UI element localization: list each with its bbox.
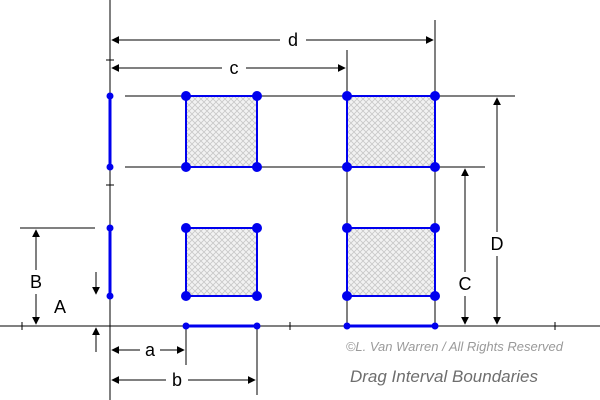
handle[interactable] — [106, 292, 114, 300]
interval-squares — [185, 95, 436, 297]
handle[interactable] — [253, 322, 261, 330]
copyright-notice: ©L. Van Warren / All Rights Reserved — [346, 339, 564, 354]
label-C: C — [459, 274, 472, 294]
diagram-caption: Drag Interval Boundaries — [350, 367, 539, 386]
handle[interactable] — [252, 291, 262, 301]
handle[interactable] — [106, 224, 114, 232]
handle[interactable] — [182, 322, 190, 330]
handle[interactable] — [430, 223, 440, 233]
axis-ticks — [21, 59, 556, 330]
label-A: A — [54, 297, 66, 317]
handle[interactable] — [343, 322, 351, 330]
handle[interactable] — [342, 223, 352, 233]
drag-handles — [106, 91, 440, 330]
handle[interactable] — [430, 291, 440, 301]
axis-intervals — [108, 96, 435, 328]
square-top-right[interactable] — [346, 95, 436, 168]
handle[interactable] — [181, 223, 191, 233]
square-bottom-left[interactable] — [185, 227, 258, 297]
handle[interactable] — [181, 91, 191, 101]
handle[interactable] — [342, 91, 352, 101]
label-a: a — [145, 340, 156, 360]
square-bottom-right[interactable] — [346, 227, 436, 297]
handle[interactable] — [181, 291, 191, 301]
handle[interactable] — [430, 91, 440, 101]
label-b: b — [172, 370, 182, 390]
handle[interactable] — [252, 162, 262, 172]
handle[interactable] — [430, 162, 440, 172]
handle[interactable] — [106, 163, 114, 171]
label-c: c — [230, 58, 239, 78]
handle[interactable] — [181, 162, 191, 172]
dimension-arrows — [32, 36, 501, 384]
handle[interactable] — [106, 92, 114, 100]
label-D: D — [491, 234, 504, 254]
label-d: d — [288, 30, 298, 50]
handle[interactable] — [252, 91, 262, 101]
handle[interactable] — [342, 162, 352, 172]
handle[interactable] — [342, 291, 352, 301]
label-B: B — [30, 272, 42, 292]
handle[interactable] — [431, 322, 439, 330]
handle[interactable] — [252, 223, 262, 233]
square-top-left[interactable] — [185, 95, 258, 168]
